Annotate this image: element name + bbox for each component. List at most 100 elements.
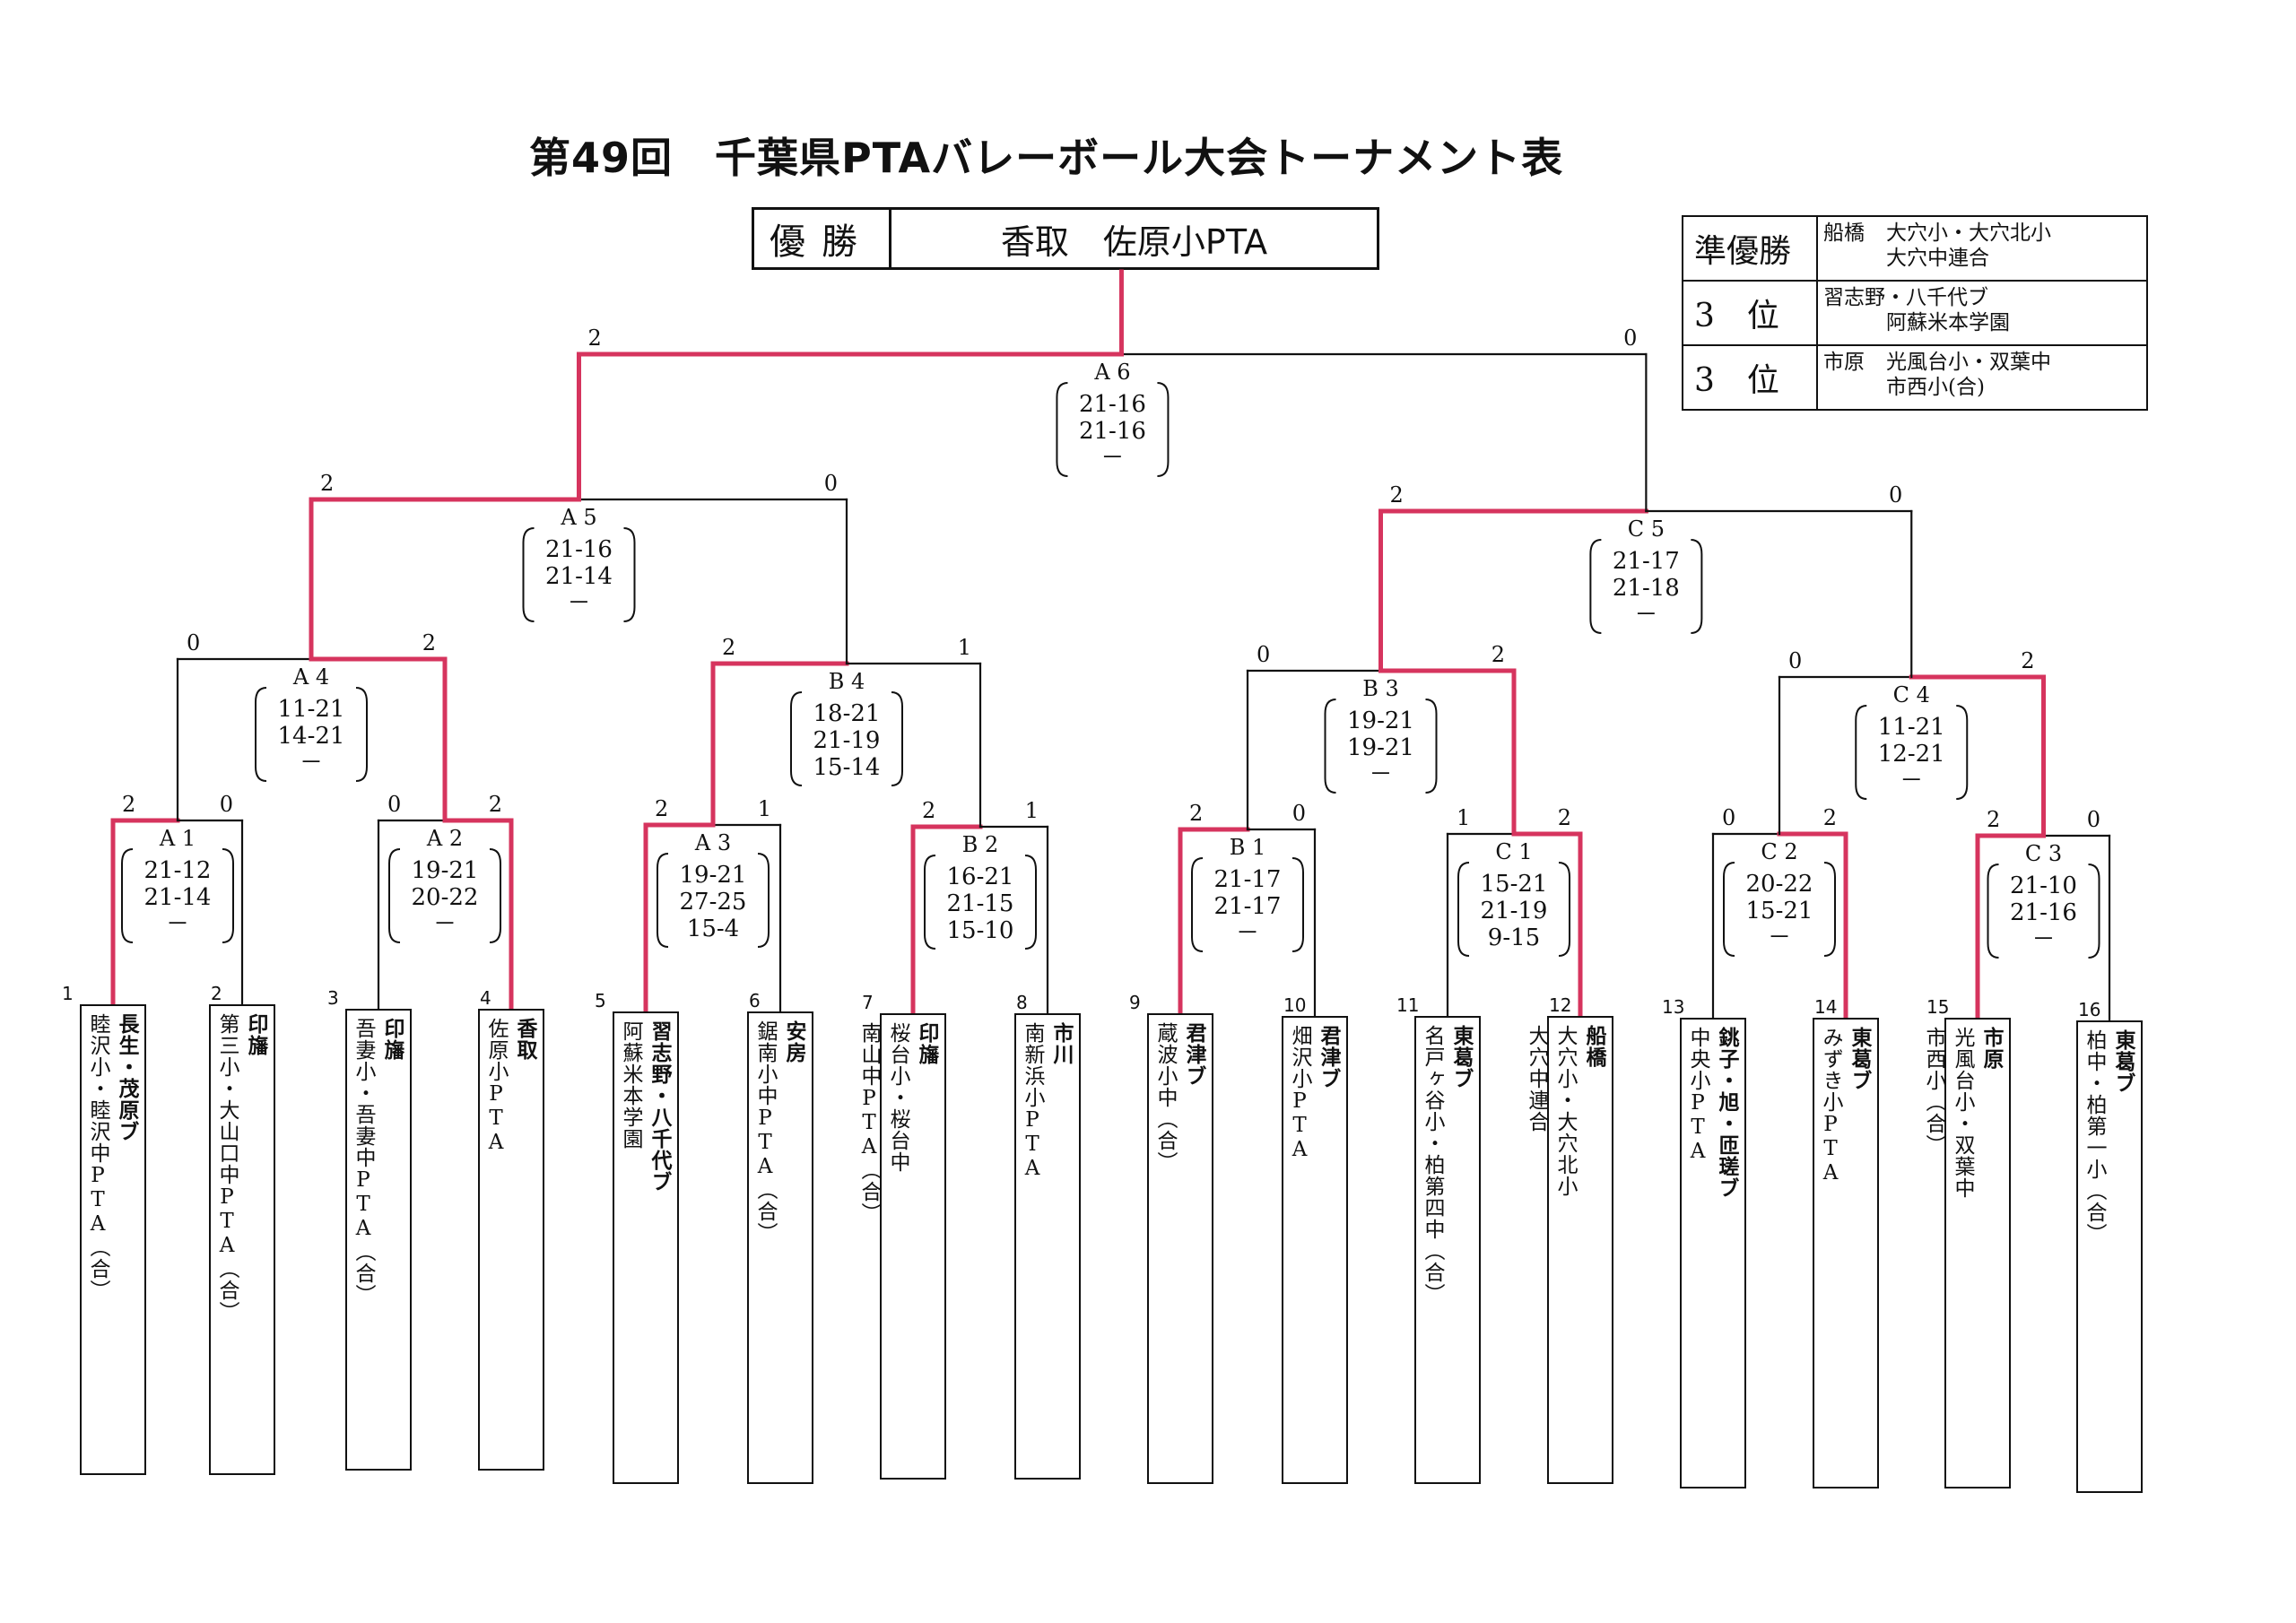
team-number: 2 bbox=[211, 983, 222, 1004]
team-number: 16 bbox=[2078, 999, 2101, 1020]
set-paren-right bbox=[1691, 539, 1703, 634]
set-paren-right bbox=[623, 527, 636, 622]
set-score: 21-14 bbox=[144, 884, 212, 911]
team-name: 大穴小・大穴北小 bbox=[1553, 1025, 1577, 1197]
team-region: 君津ブ bbox=[1182, 1022, 1206, 1087]
set-paren-right bbox=[1024, 855, 1037, 950]
team-number: 14 bbox=[1814, 996, 1838, 1018]
match-left-score: 2 bbox=[722, 635, 735, 660]
set-paren-left bbox=[388, 848, 401, 943]
set-score: 21-14 bbox=[545, 563, 613, 590]
set-score: 9-15 bbox=[1488, 924, 1540, 951]
match-right-score: 2 bbox=[422, 630, 436, 655]
set-score: 21-15 bbox=[947, 890, 1014, 917]
team-name: 睦沢小・睦沢中PTA（合） bbox=[86, 1013, 109, 1301]
set-score: 21-10 bbox=[2010, 872, 2077, 899]
set-score: － bbox=[1236, 920, 1259, 947]
set-score: 15-21 bbox=[1481, 871, 1548, 898]
team-box: 船橋大穴小・大穴北小大穴中連合 bbox=[1525, 1016, 1613, 1484]
team-number: 5 bbox=[595, 990, 606, 1011]
team-name: 畑沢小PTA bbox=[1288, 1025, 1311, 1162]
set-score: 14-21 bbox=[278, 723, 345, 750]
team-name: 名戸ヶ谷小・柏第四中（合） bbox=[1421, 1025, 1444, 1305]
match-id: A 2 bbox=[426, 826, 463, 851]
set-score: － bbox=[166, 911, 189, 938]
match-left-score: 1 bbox=[1457, 805, 1470, 830]
team-number: 11 bbox=[1396, 994, 1420, 1016]
team-name: 大穴中連合 bbox=[1525, 1025, 1548, 1133]
set-score: 21-12 bbox=[144, 857, 212, 884]
team-region: 印旛 bbox=[380, 1018, 404, 1061]
match-right-score: 1 bbox=[758, 796, 771, 821]
set-score: 21-16 bbox=[1079, 418, 1146, 445]
set-paren-right bbox=[222, 848, 234, 943]
team-box: 安房鋸南小中PTA（合） bbox=[747, 1011, 813, 1484]
rank-pref: 船橋 bbox=[1823, 221, 1865, 245]
team-name: 佐原小PTA bbox=[484, 1018, 508, 1155]
set-score: － bbox=[300, 750, 323, 777]
set-score: － bbox=[1100, 445, 1124, 472]
team-name: 桜台小・桜台中 bbox=[886, 1022, 909, 1173]
team-number: 15 bbox=[1926, 996, 1950, 1018]
set-paren-right bbox=[2088, 864, 2100, 959]
set-score: 21-17 bbox=[1214, 866, 1282, 893]
team-name: 柏中・柏第一小（合） bbox=[2083, 1029, 2106, 1245]
team-box: 習志野・八千代ブ阿蘇米本学園 bbox=[613, 1011, 679, 1484]
set-score: 15-21 bbox=[1746, 898, 1813, 924]
rank-label: 3 位 bbox=[1683, 282, 1818, 344]
set-paren-right bbox=[1425, 699, 1438, 794]
team-name: 市西小（合） bbox=[1922, 1027, 1945, 1156]
match-id: A 5 bbox=[560, 505, 596, 530]
champion-team: 香取 佐原小PTA bbox=[1000, 221, 1268, 262]
team-number: 4 bbox=[480, 987, 491, 1009]
match-left-score: 2 bbox=[320, 471, 334, 496]
set-score: 12-21 bbox=[1878, 741, 1945, 768]
set-paren-left bbox=[924, 855, 936, 950]
team-number: 3 bbox=[327, 987, 339, 1009]
match-left-score: 2 bbox=[1987, 807, 2000, 832]
match-id: C 3 bbox=[2025, 841, 2062, 866]
set-score: 21-17 bbox=[1214, 893, 1282, 920]
rank-team-line1: 光風台小・双葉中 bbox=[1886, 351, 2051, 374]
set-score: 21-16 bbox=[545, 536, 613, 563]
match-id: B 1 bbox=[1230, 835, 1266, 860]
match-left-score: 0 bbox=[1788, 648, 1802, 673]
team-number: 8 bbox=[1016, 992, 1028, 1013]
team-box: 印旛第三小・大山口中PTA（合） bbox=[209, 1004, 275, 1475]
team-region: 東葛ブ bbox=[2111, 1029, 2135, 1094]
team-name: 蔵波小中（合） bbox=[1153, 1022, 1177, 1173]
set-score: 19-21 bbox=[1347, 734, 1414, 761]
match-id: B 2 bbox=[962, 832, 999, 857]
set-score: 16-21 bbox=[947, 864, 1014, 890]
match-right-score: 2 bbox=[2021, 648, 2034, 673]
set-score: － bbox=[433, 911, 457, 938]
set-paren-left bbox=[657, 853, 669, 948]
match-right-score: 2 bbox=[1558, 805, 1571, 830]
set-score: 11-21 bbox=[1878, 714, 1945, 741]
set-paren-left bbox=[255, 687, 267, 782]
team-region: 長生・茂原ブ bbox=[115, 1013, 139, 1142]
match-left-score: 2 bbox=[655, 796, 668, 821]
ranking-table: 準優勝 船橋大穴小・大穴北小 大穴中連合 3 位 習志野・八千代ブ 阿蘇米本学園… bbox=[1682, 215, 2148, 411]
team-number: 7 bbox=[862, 992, 874, 1013]
set-score: － bbox=[567, 590, 590, 617]
team-name: みずき小PTA bbox=[1819, 1027, 1842, 1185]
match-left-score: 2 bbox=[122, 792, 135, 817]
match-right-score: 0 bbox=[2087, 807, 2100, 832]
team-box: 銚子・旭・匝瑳ブ中央小PTA bbox=[1680, 1018, 1746, 1488]
set-score: － bbox=[1634, 602, 1657, 629]
rank-team-line2: 阿蘇米本学園 bbox=[1886, 311, 2010, 334]
team-number: 10 bbox=[1283, 994, 1307, 1016]
team-box: 香取佐原小PTA bbox=[478, 1009, 544, 1471]
set-paren-left bbox=[1056, 382, 1068, 477]
team-name: 南山中PTA（合） bbox=[857, 1022, 881, 1224]
set-paren-left bbox=[1723, 862, 1735, 957]
rank-team: 習志野・八千代ブ 阿蘇米本学園 bbox=[1818, 282, 2146, 344]
team-region: 君津ブ bbox=[1317, 1025, 1341, 1089]
set-score: 21-19 bbox=[1481, 898, 1548, 924]
team-number: 13 bbox=[1662, 996, 1685, 1018]
set-score: 19-21 bbox=[680, 862, 747, 889]
set-score: 19-21 bbox=[412, 857, 479, 884]
set-paren-left bbox=[1589, 539, 1602, 634]
set-score: 15-10 bbox=[947, 917, 1014, 944]
